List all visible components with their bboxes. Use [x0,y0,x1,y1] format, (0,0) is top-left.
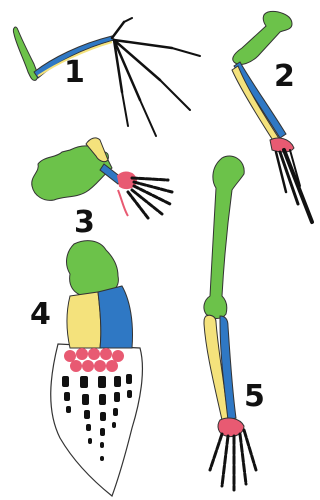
bird-forelimb [232,12,312,223]
label-5: 5 [244,382,265,412]
label-1: 1 [64,58,85,88]
bat-forelimb [13,18,200,136]
whale-radius [67,292,101,348]
human-forelimb [204,156,256,490]
amphibian-forelimb [32,138,172,218]
label-4: 4 [30,300,51,330]
bat-digits [112,18,200,136]
bird-radius [232,66,280,142]
whale-ulna [98,286,133,348]
whale-forelimb [51,241,143,496]
label-3: 3 [74,208,95,238]
bird-digits [276,150,312,222]
whale-humerus [67,241,119,296]
human-humerus [204,156,244,319]
label-2: 2 [274,62,295,92]
human-digits [210,430,256,490]
bird-humerus [233,12,292,65]
